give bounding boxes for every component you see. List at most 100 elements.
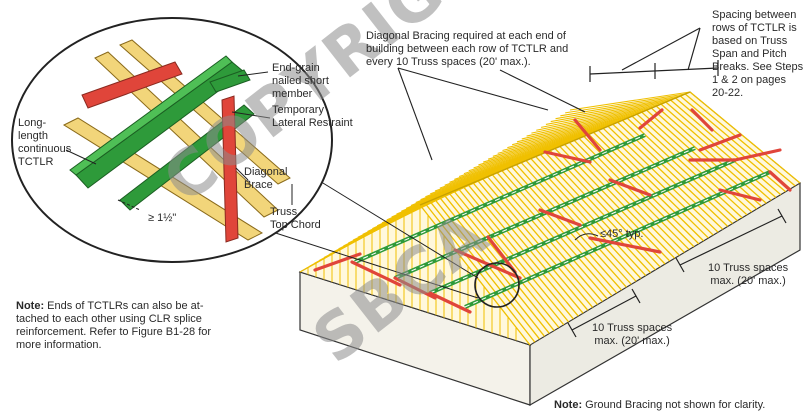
truss-top-chord (536, 105, 657, 131)
label-truss-top-chord: Truss Top Chord (270, 206, 321, 231)
truss-top-chord (565, 93, 686, 114)
leader (397, 67, 549, 111)
angle-arc (574, 233, 599, 241)
truss-top-chord (545, 101, 666, 126)
note-left: Note: Ends of TCTLRs can also be at- tac… (16, 287, 296, 352)
label-long-length-tctlr: Long- length continuous TCTLR (18, 117, 72, 168)
truss-top-chord (540, 103, 662, 128)
bottom-dim (571, 295, 637, 331)
truss-top-chord (655, 105, 767, 204)
diag-bracing-leaders (397, 67, 586, 161)
diagonal-brace (698, 133, 742, 152)
detail-focus-circle (474, 262, 520, 308)
truss-top-chord (516, 113, 638, 143)
label-temporary-lateral-restraint: Temporary Lateral Restraint (272, 104, 353, 129)
truss-top-chord (660, 103, 772, 201)
truss-top-chord (550, 99, 671, 123)
right-dim-tick (777, 208, 787, 224)
truss-top-chord (502, 119, 623, 152)
right-dim-tick (675, 257, 685, 273)
diagonal-brace (538, 208, 582, 227)
label-diagonal-brace: Diagonal Brace (244, 166, 288, 191)
truss-top-chord (468, 133, 589, 172)
long-length-tctlr-top (69, 55, 233, 176)
truss-top-chord (560, 95, 681, 117)
diagonal-brace (608, 178, 652, 197)
truss-top-chord (472, 182, 584, 314)
label-spacing-between-rows: Spacing between rows of TCTLR is based o… (712, 9, 804, 99)
note-left-label: Note: (16, 300, 45, 312)
diagonal-brace (453, 248, 522, 280)
diagonal-brace (690, 108, 714, 132)
truss-top-chord (478, 129, 599, 166)
diagonal-brace (543, 150, 592, 164)
diagonal-brace (768, 170, 792, 192)
detail-leader-line (317, 179, 479, 279)
truss-top-chord (636, 113, 748, 216)
diagonal-brace (638, 108, 664, 130)
spacing-leader (621, 27, 701, 71)
truss-top-chord (477, 180, 589, 311)
right-dim (679, 215, 783, 266)
leader-end-grain (237, 71, 269, 77)
truss-top-chord (463, 135, 585, 175)
truss-top-chord (626, 117, 738, 222)
truss-top-chord (670, 99, 782, 196)
ridge-line (419, 91, 691, 206)
truss-top-chord (665, 101, 777, 198)
label-truss-spaces-right: 10 Truss spaces max. (20' max.) (708, 262, 789, 287)
leader (499, 69, 586, 113)
truss-top-chord (458, 137, 580, 178)
note-bottom-text: Ground Bracing not shown for clarity. (582, 399, 766, 411)
red-brace-short (81, 61, 183, 109)
truss-top-chord (492, 123, 613, 157)
detail-members (62, 39, 291, 243)
label-diagonal-bracing: Diagonal Bracing required at each end of… (366, 30, 569, 68)
label-truss-spaces-bottom: 10 Truss spaces max. (20' max.) (592, 322, 673, 347)
leader-diag-brace (235, 167, 249, 181)
label-min-overlap: ≥ 1½" (148, 212, 177, 224)
truss-top-chord (555, 97, 676, 120)
truss-top-chord (641, 111, 753, 213)
note-bottom-label: Note: (554, 399, 583, 411)
bottom-dim-tick (567, 322, 577, 338)
roof-diagonal-braces (313, 108, 792, 314)
diagonal-brace-detail (221, 95, 239, 243)
truss-top-chord (650, 107, 762, 207)
truss-top-chord (512, 115, 633, 146)
tctlr-row-1-dash (354, 134, 646, 263)
diagonal-brace (393, 276, 437, 300)
truss-top-chord (684, 93, 796, 187)
label-angle: ≤45° typ. (600, 228, 644, 240)
tctlr-second (119, 104, 255, 211)
leader-temp-restraint (231, 111, 271, 119)
truss-top-chord (531, 107, 652, 134)
diagonal-brace (718, 188, 762, 202)
leader (397, 67, 433, 161)
spacing-dim-line (589, 67, 719, 75)
diagonal-brace (486, 235, 517, 274)
diagonal-brace (428, 291, 472, 314)
detail-leader-line (259, 227, 479, 299)
truss-top-chord (454, 139, 575, 180)
truss-top-chord (521, 111, 642, 140)
detail-leaders (65, 71, 293, 211)
spacing-dimension (589, 27, 719, 82)
truss-top-chord (507, 117, 628, 149)
label-end-grain: End-grain nailed short member (272, 62, 329, 100)
note-bottom: Note: Ground Bracing not shown for clari… (554, 386, 765, 412)
note-left-text: Ends of TCTLRs can also be at- tached to… (16, 300, 212, 351)
overlap-dim (117, 199, 141, 211)
diagonal-brace (350, 260, 402, 287)
truss-top-chord (631, 115, 743, 219)
truss-space-dimensions (567, 208, 787, 338)
leader-tctlr (65, 149, 97, 165)
truss-top-chord (526, 109, 647, 137)
diagonal-brace (313, 252, 362, 272)
bottom-dim-tick (631, 288, 641, 304)
diagonal-brace (573, 118, 602, 152)
truss-top-chord (483, 127, 604, 163)
truss-top-chord (569, 91, 691, 111)
truss-top-chord (487, 125, 609, 160)
